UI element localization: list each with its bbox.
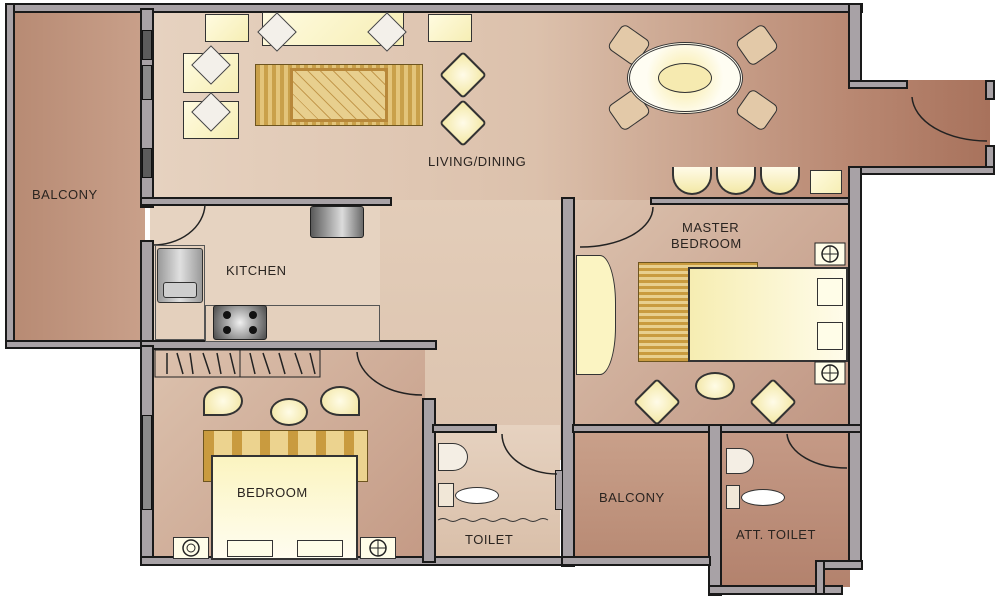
wall-att-toilet-west	[708, 424, 722, 596]
fridge	[310, 206, 364, 238]
toilet-wc-bowl	[455, 487, 499, 504]
label-toilet: TOILET	[465, 532, 514, 547]
label-master-line1: MASTER	[682, 220, 740, 235]
bedroom-nightstand-left	[173, 537, 209, 559]
wall-master-north	[650, 197, 860, 205]
att-toilet-wc-tank	[726, 485, 740, 509]
wall-north	[5, 3, 863, 13]
label-living-dining: LIVING/DINING	[428, 154, 527, 169]
small-cabinet	[810, 170, 842, 194]
side-table-left	[205, 14, 249, 42]
label-att-toilet: ATT. TOILET	[736, 527, 816, 542]
stove	[213, 305, 267, 340]
toilet-basin	[438, 443, 468, 471]
lamp-left-icon	[182, 539, 200, 557]
window-west-1	[142, 30, 152, 60]
door-kitchen-icon	[151, 204, 206, 246]
window-west-2	[142, 65, 152, 100]
wall-bedroom-east	[422, 398, 436, 563]
bedroom-pillow-left	[227, 540, 273, 557]
wall-corridor-east	[561, 197, 575, 567]
shower-curtain-icon	[437, 518, 549, 522]
side-table-right	[428, 14, 472, 42]
stove-burners-icon	[223, 311, 257, 334]
lamp-right-icon	[369, 539, 387, 557]
master-pillow-bottom	[817, 322, 843, 350]
master-round-table	[695, 372, 735, 400]
label-master-line2: BEDROOM	[671, 236, 742, 251]
entry-passage-floor	[850, 80, 990, 170]
att-toilet-basin	[726, 448, 754, 474]
label-balcony-west: BALCONY	[32, 187, 98, 202]
wall-east-upper	[848, 3, 862, 88]
bedroom-round-table	[270, 398, 308, 426]
door-att-toilet-icon	[786, 433, 848, 469]
bedroom-chair-left	[203, 386, 243, 416]
wall-kitchen-north	[140, 197, 392, 206]
label-kitchen: KITCHEN	[226, 263, 287, 278]
master-pillow-top	[817, 278, 843, 306]
wardrobe-icon	[154, 349, 321, 378]
master-lamp-top-icon	[814, 242, 846, 266]
att-toilet-wc-bowl	[741, 489, 785, 506]
bedroom-chair-right	[320, 386, 360, 416]
dining-table-center	[658, 63, 712, 93]
bedroom-pillow-right	[297, 540, 343, 557]
wall-entry-south	[848, 166, 995, 175]
wall-balcony-south	[5, 340, 150, 349]
window-bedroom	[142, 415, 152, 510]
wall-att-toilet-notch-v	[815, 560, 825, 595]
wall-toilet-east	[555, 470, 563, 510]
wall-kitchen-west	[140, 240, 154, 350]
wall-att-toilet-south	[708, 585, 843, 595]
door-bedroom-icon	[356, 351, 423, 396]
label-bedroom: BEDROOM	[237, 485, 308, 500]
wall-east-lower	[848, 166, 862, 566]
sink-basin	[163, 282, 197, 298]
door-entry-icon	[911, 96, 988, 142]
window-west-3	[142, 148, 152, 178]
door-toilet-icon	[501, 433, 558, 475]
master-lamp-bottom-icon	[814, 361, 846, 385]
balcony-south-floor	[575, 432, 710, 560]
toilet-wc-tank	[438, 483, 454, 507]
wall-entry-east	[985, 80, 995, 100]
master-dresser	[576, 255, 616, 375]
label-balcony-south: BALCONY	[599, 490, 665, 505]
living-rug-center	[290, 68, 388, 122]
balcony-west-floor	[10, 8, 145, 343]
door-master-icon	[579, 206, 654, 248]
wall-entry-north	[848, 80, 908, 89]
wall-west	[5, 3, 15, 348]
wall-balcony-south-bottom	[561, 556, 711, 566]
wall-toilet-north	[432, 424, 497, 433]
